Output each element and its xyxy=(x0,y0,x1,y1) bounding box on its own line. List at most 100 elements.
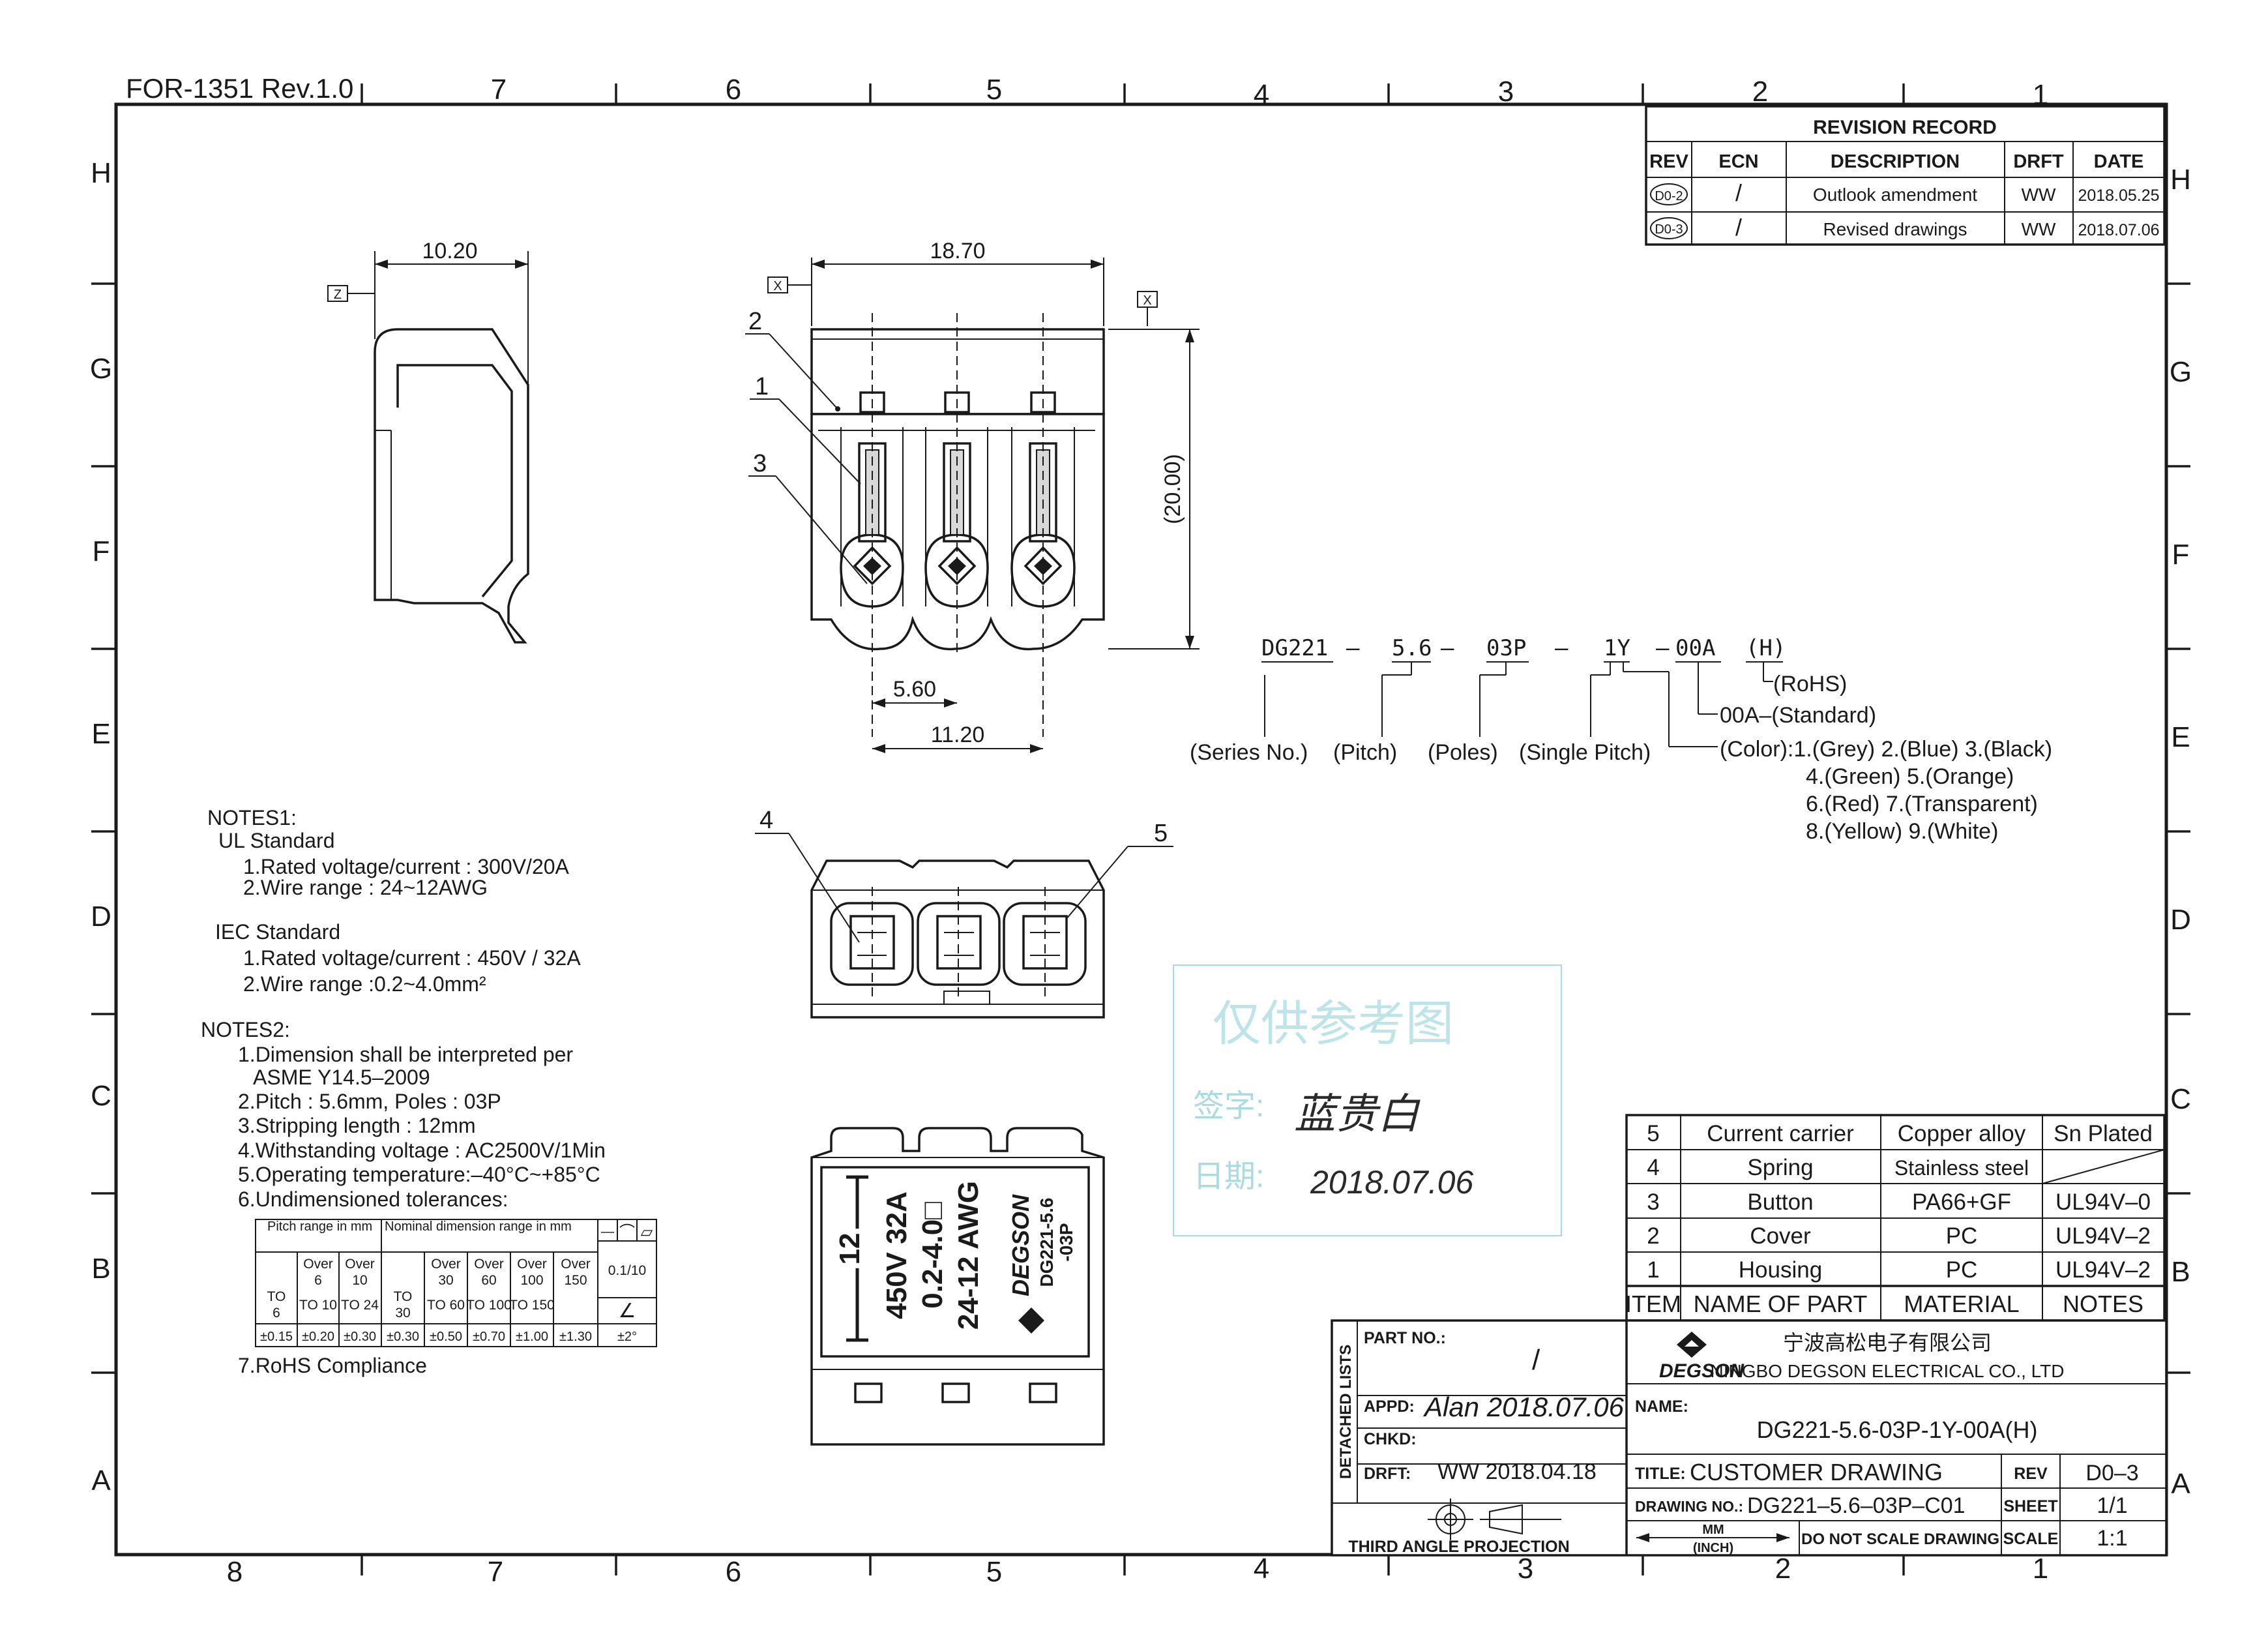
code-dash-3: – xyxy=(1555,635,1568,661)
notes2-title: NOTES2: xyxy=(201,1018,290,1041)
rev-cell-ecn-2: / xyxy=(1735,214,1742,241)
bom-header-notes: NOTES xyxy=(2063,1291,2143,1317)
row-label-g-right: G xyxy=(2170,356,2192,388)
front-view: 18.70 X X (20.00) 5.60 11.20 2 1 3 xyxy=(745,239,1200,753)
tol-value-2: ±0.20 xyxy=(302,1330,334,1344)
bom-notes-3: UL94V–0 xyxy=(2055,1189,2151,1215)
tol-nom-col-4-b: 100 xyxy=(520,1273,543,1288)
do-not-scale-label: DO NOT SCALE DRAWING xyxy=(1801,1530,1999,1548)
notes2-line-6: 6.Undimensioned tolerances: xyxy=(238,1187,508,1211)
col-label-2-bottom: 2 xyxy=(1775,1553,1791,1585)
marking-rating: 450V 32A xyxy=(881,1191,913,1319)
rev-header-description: DESCRIPTION xyxy=(1831,151,1960,172)
notes2-line-7: 7.RoHS Compliance xyxy=(238,1354,427,1377)
rev-cell-date-2: 2018.07.06 xyxy=(2078,221,2159,239)
row-label-h-left: H xyxy=(91,157,111,189)
balloon-1: 1 xyxy=(755,373,769,400)
col-label-6-top: 6 xyxy=(726,74,741,106)
company-logo: DEGSON xyxy=(1659,1360,1745,1382)
bom-material-3: PA66+GF xyxy=(1912,1189,2011,1215)
dim-front-width: 18.70 xyxy=(930,239,985,263)
sheet-value: 1/1 xyxy=(2097,1493,2127,1518)
tol-nom-col-2-a: Over xyxy=(431,1257,461,1272)
tol-header-nominal: Nominal dimension range in mm xyxy=(385,1219,572,1234)
bom-name-5: Current carrier xyxy=(1707,1121,1854,1146)
rev-header-ecn: ECN xyxy=(1718,151,1758,172)
part-code-breakdown: DG221 – 5.6 – 03P – 1Y – 00A (H) xyxy=(1190,635,2052,844)
row-label-f-left: F xyxy=(93,535,110,567)
tol-nom-col-3-a: Over xyxy=(474,1257,504,1272)
rev-header-date: DATE xyxy=(2094,151,2144,172)
tol-pitch-col-1-b: TO xyxy=(267,1289,286,1304)
tol-value-1: ±0.15 xyxy=(260,1330,293,1344)
bom-header-item: ITEM xyxy=(1625,1291,1681,1317)
notes2-line-4: 4.Withstanding voltage : AC2500V/1Min xyxy=(238,1139,606,1162)
tol-value-6: ±0.70 xyxy=(473,1330,505,1344)
tol-nom-col-2-c: TO 60 xyxy=(427,1298,465,1313)
bom-item-5: 5 xyxy=(1647,1121,1659,1146)
code-label-color-3: 6.(Red) 7.(Transparent) xyxy=(1806,792,2038,816)
row-label-b-left: B xyxy=(91,1253,110,1285)
col-label-8-bottom: 8 xyxy=(227,1556,243,1588)
balloon-5: 5 xyxy=(1154,820,1168,847)
rev-cell-description-2: Revised drawings xyxy=(1823,219,1967,239)
tol-pitch-col-1-c: 6 xyxy=(272,1306,280,1321)
title-block: DETACHED LISTS PART NO.: / APPD: Alan 20… xyxy=(1331,1319,2168,1557)
datum-z-label: Z xyxy=(334,288,342,302)
tol-nom-col-1-b: TO xyxy=(394,1289,413,1304)
code-dash-1: – xyxy=(1346,635,1360,661)
balloon-3: 3 xyxy=(753,450,767,477)
side-view: 10.20 Z xyxy=(327,239,529,644)
title-value: CUSTOMER DRAWING xyxy=(1690,1459,1943,1485)
rev-cell-drft-2: WW xyxy=(2022,219,2056,239)
tol-value-7: ±1.00 xyxy=(516,1330,548,1344)
notes2-line-2: 2.Pitch : 5.6mm, Poles : 03P xyxy=(238,1090,501,1113)
tol-value-8: ±1.30 xyxy=(559,1330,592,1344)
bom-item-4: 4 xyxy=(1647,1155,1659,1180)
third-angle-projection-icon xyxy=(1428,1499,1561,1540)
row-label-e-right: E xyxy=(2171,721,2190,753)
dim-front-height: (20.00) xyxy=(1160,454,1185,524)
tol-nom-col-4-c: TO 150 xyxy=(509,1298,555,1313)
revision-record-title: REVISION RECORD xyxy=(1813,117,1997,138)
row-label-f-right: F xyxy=(2172,539,2190,571)
title-label: TITLE: xyxy=(1635,1465,1686,1483)
notes-1: NOTES1: UL Standard 1.Rated voltage/curr… xyxy=(207,806,581,996)
col-label-3-top: 3 xyxy=(1498,76,1514,108)
marking-model: DG221-5.6 xyxy=(1037,1198,1057,1287)
marking-dim-bg: 12 xyxy=(834,1233,866,1265)
tol-nom-col-5-a: Over xyxy=(561,1257,591,1272)
bom-name-4: Spring xyxy=(1747,1155,1813,1180)
code-label-color-1: (Color):1.(Grey) 2.(Blue) 3.(Black) xyxy=(1720,737,2052,762)
top-view: 4 5 xyxy=(755,807,1173,1019)
name-label: NAME: xyxy=(1635,1397,1688,1416)
code-label-single-pitch: (Single Pitch) xyxy=(1519,740,1651,765)
part-no-label: PART NO.: xyxy=(1364,1329,1446,1347)
col-label-2-top: 2 xyxy=(1752,76,1768,108)
dim-side-width: 10.20 xyxy=(422,239,477,263)
form-id: FOR-1351 Rev.1.0 xyxy=(126,73,353,104)
tol-header-parallel: ▱ xyxy=(641,1223,653,1241)
bom-material-1: PC xyxy=(1946,1257,1978,1283)
code-label-pitch: (Pitch) xyxy=(1333,740,1397,765)
bom-item-3: 3 xyxy=(1647,1189,1659,1215)
row-label-g-left: G xyxy=(90,353,112,385)
code-label-poles: (Poles) xyxy=(1428,740,1498,765)
tol-nom-col-5-b: 150 xyxy=(564,1273,587,1288)
drft-label: DRFT: xyxy=(1364,1465,1411,1483)
drawing-no-label: DRAWING NO.: xyxy=(1635,1498,1743,1515)
bom-header-name: NAME OF PART xyxy=(1694,1291,1868,1317)
stamp-date: 2018.07.06 xyxy=(1310,1164,1473,1201)
bom-item-2: 2 xyxy=(1647,1223,1659,1249)
tol-pitch-col-2-b: 6 xyxy=(314,1273,322,1288)
notes-2: NOTES2: 1.Dimension shall be interpreted… xyxy=(201,1018,606,1377)
notes1-ul-title: UL Standard xyxy=(218,829,334,852)
datum-x-left-label: X xyxy=(773,279,782,293)
code-series: DG221 xyxy=(1261,635,1328,661)
row-label-h-right: H xyxy=(2170,164,2191,196)
code-rohs: (H) xyxy=(1746,635,1786,661)
balloon-4: 4 xyxy=(759,807,773,834)
marking-dim: 12 xyxy=(834,1233,866,1265)
row-label-b-right: B xyxy=(2171,1256,2190,1288)
